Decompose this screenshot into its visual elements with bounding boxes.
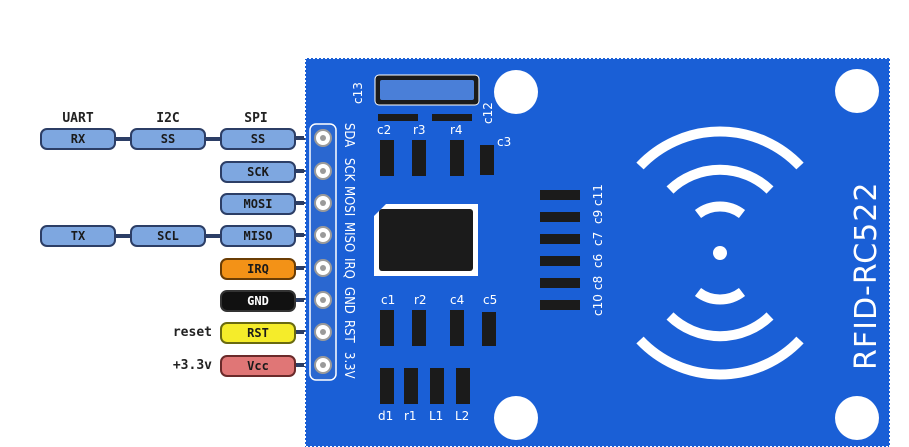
antenna-center-dot (713, 246, 727, 260)
connector (114, 234, 130, 238)
pin-label-sck: SCK (341, 158, 356, 182)
header-i2c: I2C (156, 111, 180, 126)
pill-rst: RST (220, 322, 296, 344)
header-pins (309, 123, 337, 381)
board-title: RFID-RC522 (849, 182, 884, 370)
side-label-3v3: +3.3v (172, 358, 212, 373)
pill-i2c-scl: SCL (130, 225, 206, 247)
label-r1: r1 (404, 409, 417, 423)
connector (114, 137, 130, 141)
header-uart: UART (62, 111, 94, 126)
label-c4: c4 (450, 293, 464, 307)
pill-spi-miso: MISO (220, 225, 296, 247)
label-c6: c6 (591, 254, 605, 268)
label-r2: r2 (414, 293, 427, 307)
pin-label-mosi: MOSI (341, 186, 356, 216)
cap-bank (540, 190, 580, 310)
chip-corner (374, 204, 386, 216)
label-c10: c10 (591, 294, 605, 316)
label-c2: c2 (377, 123, 391, 137)
label-c5: c5 (483, 293, 497, 307)
pill-vcc: Vcc (220, 355, 296, 377)
rc522-chip (379, 209, 473, 271)
label-c9: c9 (591, 210, 605, 224)
component-labels: c13 c12 c2 r3 r4 c3 c11 c9 c7 c6 c8 c10 … (351, 82, 605, 423)
pill-spi-ss: SS (220, 128, 296, 150)
pill-spi-mosi: MOSI (220, 193, 296, 215)
pin-label-3v3: 3.3V (341, 352, 356, 379)
label-c1: c1 (381, 293, 395, 307)
label-c12: c12 (481, 102, 495, 124)
pin-label-rst: RST (341, 320, 356, 344)
label-l2: L2 (455, 409, 469, 423)
pin-label-gnd: GND (341, 287, 356, 314)
header-spi: SPI (244, 111, 268, 126)
pill-i2c-ss: SS (130, 128, 206, 150)
label-r3: r3 (413, 123, 426, 137)
crystal-window (380, 80, 474, 100)
connector (204, 234, 220, 238)
label-l1: L1 (429, 409, 443, 423)
label-c11: c11 (591, 184, 605, 206)
connector (204, 137, 220, 141)
pin-label-miso: MISO (341, 222, 356, 252)
top-pads (378, 114, 472, 121)
mount-hole (494, 396, 538, 440)
antenna-waves-icon (636, 126, 804, 380)
pin-label-sda: SDA (341, 123, 356, 147)
label-c7: c7 (591, 232, 605, 246)
mount-hole (835, 69, 879, 113)
pill-uart-rx: RX (40, 128, 116, 150)
mount-hole (835, 396, 879, 440)
mount-hole (494, 70, 538, 114)
bottom-components (380, 310, 496, 404)
label-r4: r4 (450, 123, 463, 137)
pin-label-irq: IRQ (341, 258, 356, 279)
pill-irq: IRQ (220, 258, 296, 280)
label-d1: d1 (378, 409, 393, 423)
label-c13: c13 (351, 82, 365, 104)
pill-uart-tx: TX (40, 225, 116, 247)
pin-label-group: SDA SCK MOSI MISO IRQ GND RST 3.3V (341, 123, 356, 379)
side-label-reset: reset (172, 325, 212, 340)
label-c3: c3 (497, 135, 511, 149)
top-components (380, 140, 494, 176)
pill-gnd: GND (220, 290, 296, 312)
label-c8: c8 (591, 276, 605, 290)
pill-spi-sck: SCK (220, 161, 296, 183)
